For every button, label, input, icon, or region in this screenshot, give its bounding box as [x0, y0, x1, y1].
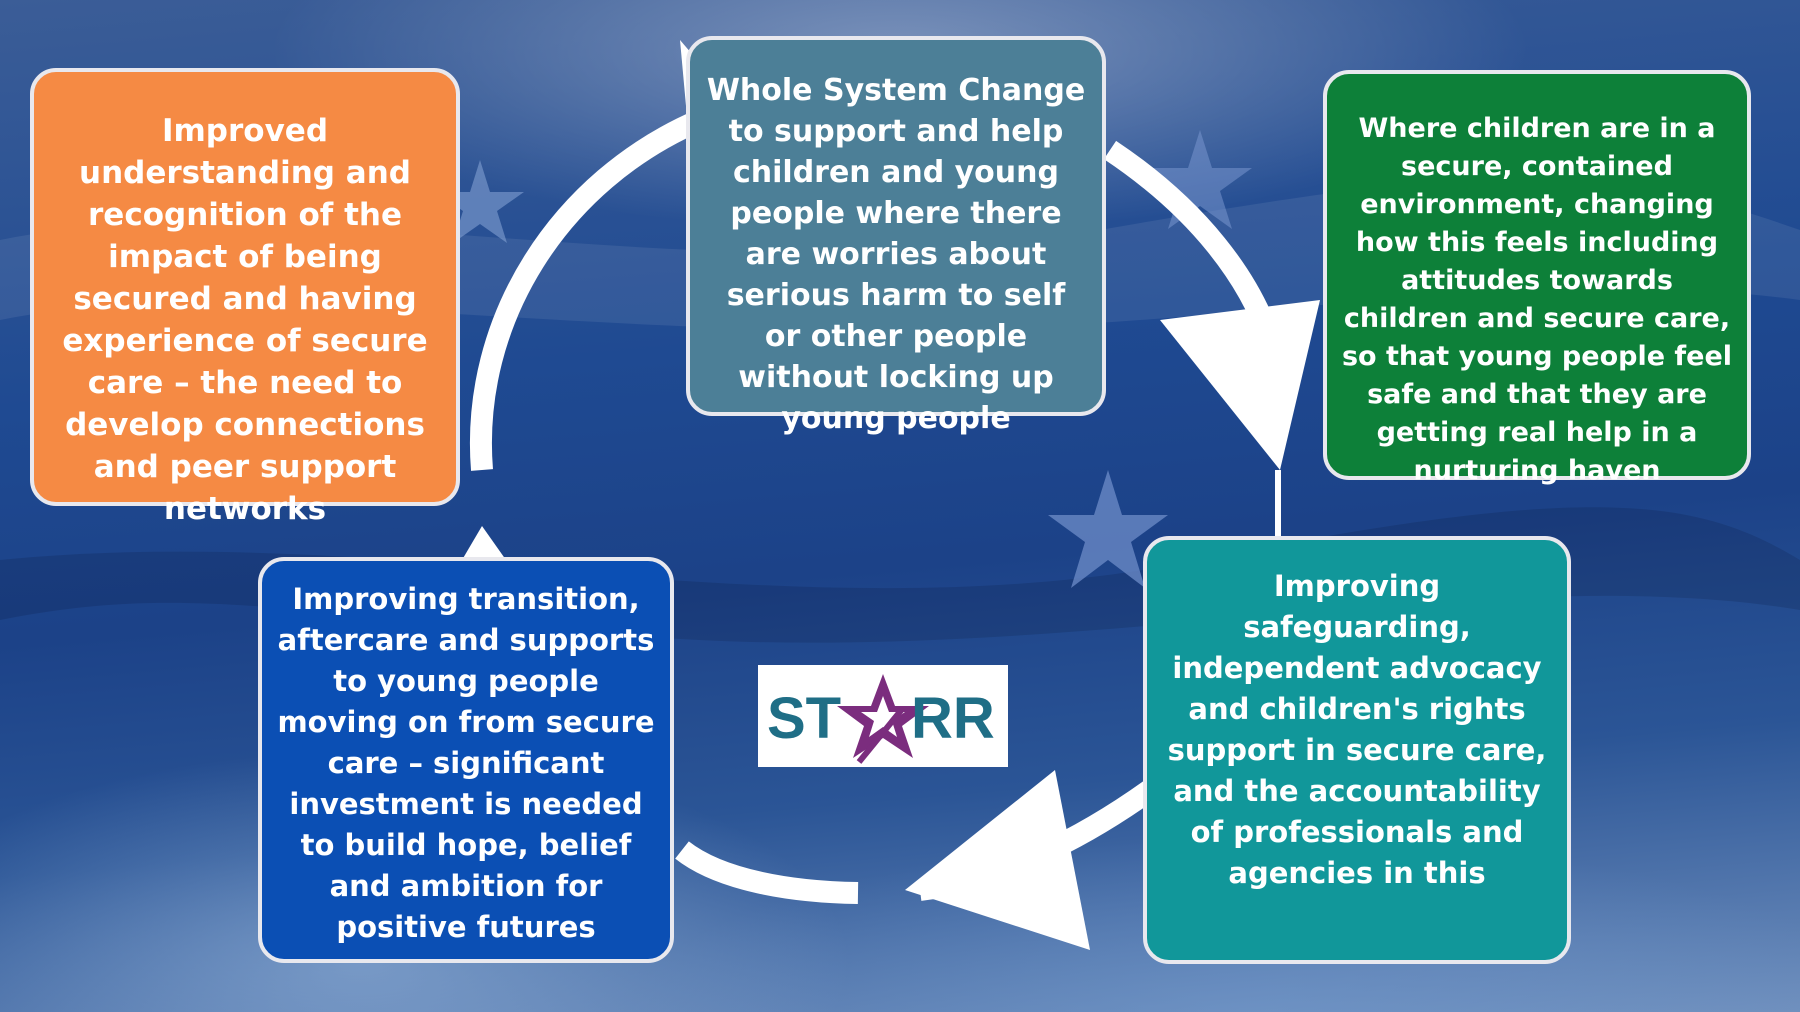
star-icon: [1148, 130, 1252, 229]
star-icon: [436, 160, 524, 243]
arrow-bottom-to-bottomleft: [675, 841, 859, 904]
star-icon: [1048, 470, 1168, 588]
star-inner-icon: [861, 696, 905, 737]
card-text: Where children are in a secure, containe…: [1341, 113, 1733, 486]
card-text: Improving transition, aftercare and supp…: [277, 582, 655, 944]
card-understanding-recognition: Improved understanding and recognition o…: [30, 68, 470, 527]
starr-logo: ST RR: [758, 665, 1008, 767]
card-text: Improving safeguarding, independent advo…: [1167, 569, 1547, 890]
arrow-head-icon: [905, 770, 1090, 950]
card-text: Whole System Change to support and help …: [706, 73, 1086, 436]
logo-text-left: ST: [767, 686, 841, 751]
card-secure-environment: Where children are in a secure, containe…: [1323, 70, 1761, 490]
arrow-head-icon: [462, 526, 506, 560]
card-safeguarding-advocacy: Improving safeguarding, independent advo…: [1143, 536, 1581, 974]
logo-text-right: RR: [911, 686, 995, 751]
arrow-head-icon: [1160, 300, 1320, 470]
starr-logo-mark: ST RR: [767, 674, 995, 764]
card-transition-aftercare: Improving transition, aftercare and supp…: [258, 557, 684, 973]
card-text: Improved understanding and recognition o…: [62, 113, 428, 527]
arrow-left-to-top: [469, 109, 705, 471]
card-whole-system-change: Whole System Change to support and help …: [686, 36, 1116, 436]
